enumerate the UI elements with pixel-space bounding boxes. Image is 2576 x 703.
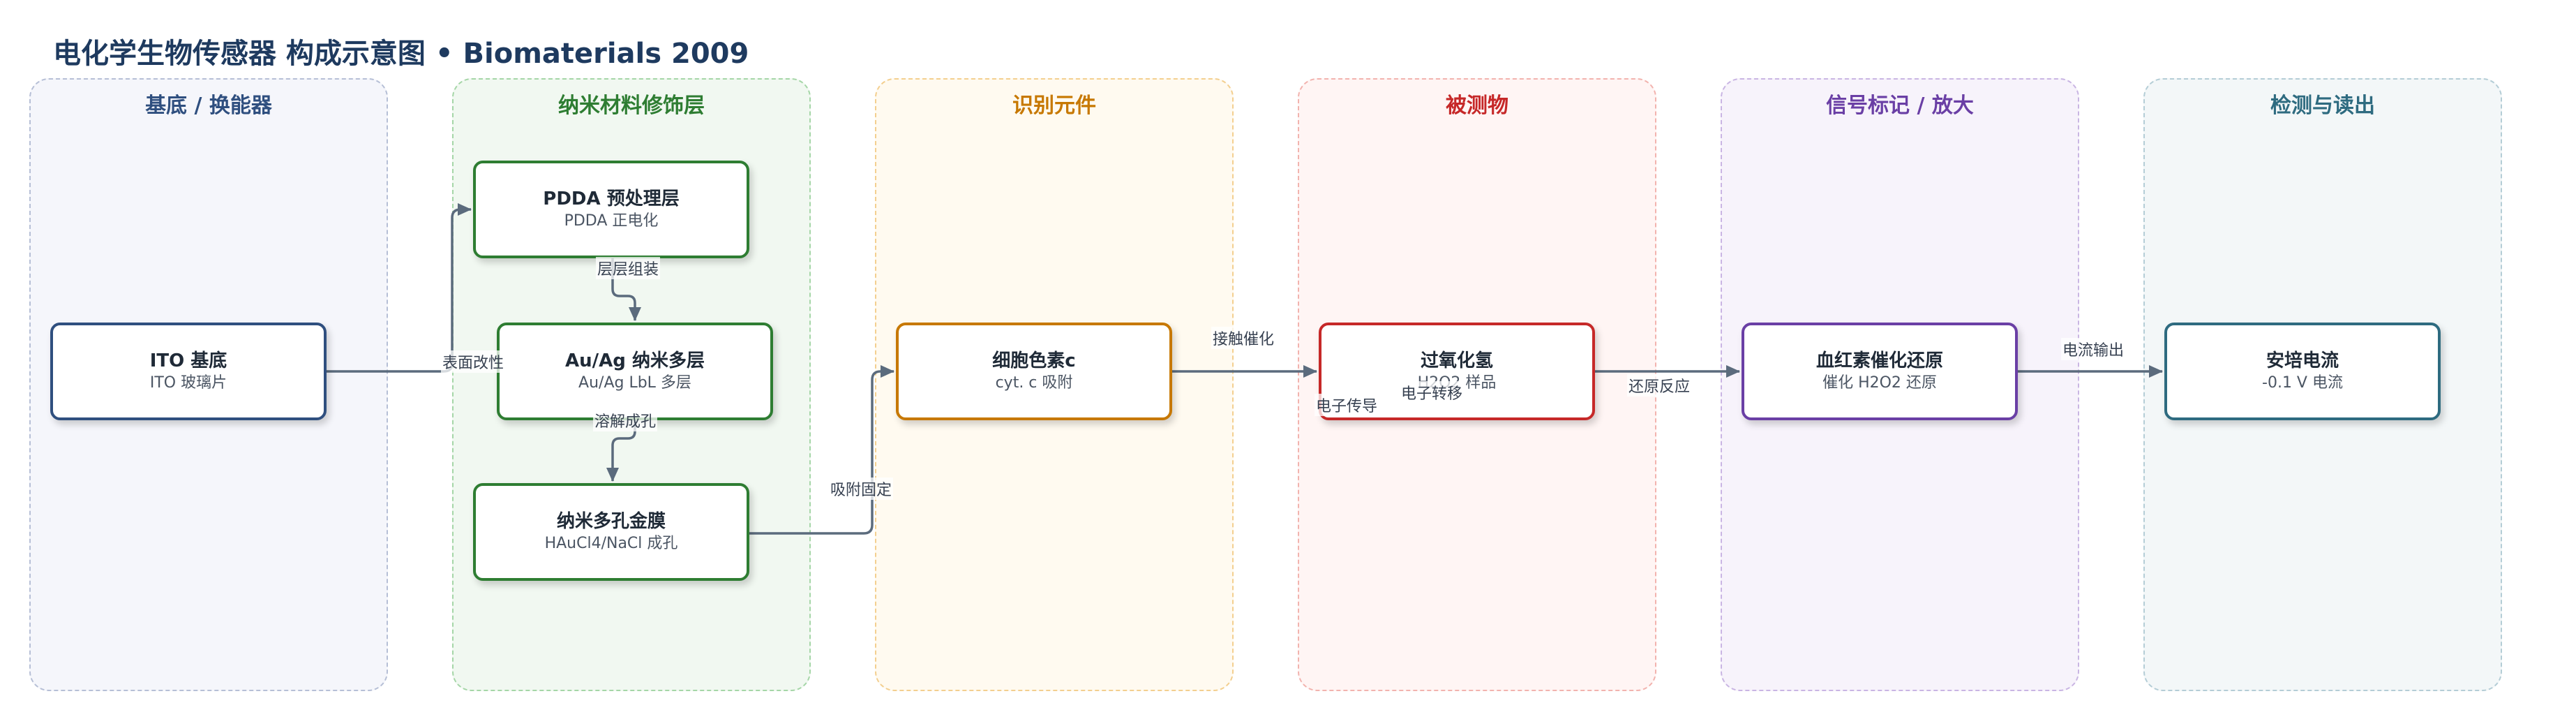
edge-label-layer-assembly: 层层组装 — [595, 257, 661, 279]
lane-title-detection: 检测与读出 — [2270, 94, 2375, 118]
node-amperometric-current: 安培电流 -0.1 V 电流 — [2164, 323, 2441, 420]
node-subtitle: HAuCl4/NaCl 成孔 — [544, 535, 678, 552]
edge-label-reduction: 还原反应 — [1626, 374, 1692, 397]
edge-label-current-out: 电流输出 — [2060, 338, 2126, 360]
edge-label-electron-conduct: 电子传导 — [1314, 394, 1379, 416]
node-title: Au/Ag 纳米多层 — [565, 350, 705, 371]
node-ito-substrate: ITO 基底 ITO 玻璃片 — [50, 323, 327, 420]
edge-ito-pdda — [327, 203, 472, 373]
node-title: PDDA 预处理层 — [543, 188, 680, 209]
node-cytochrome-c: 细胞色素c cyt. c 吸附 — [896, 323, 1172, 420]
node-subtitle: cyt. c 吸附 — [995, 374, 1073, 392]
lane-title-nanomaterial: 纳米材料修饰层 — [558, 94, 705, 118]
edge-label-dissolve-pore: 溶解成孔 — [592, 409, 658, 431]
node-title: 纳米多孔金膜 — [556, 511, 666, 532]
title-separator: • — [435, 38, 454, 70]
edge-label-electron-transfer: 电子转移 — [1399, 381, 1465, 404]
lane-title-analyte: 被测物 — [1446, 94, 1508, 118]
node-title: 过氧化氢 — [1420, 350, 1493, 371]
node-title: 安培电流 — [2266, 350, 2339, 371]
node-subtitle: ITO 玻璃片 — [149, 374, 227, 392]
node-pdda-layer: PDDA 预处理层 PDDA 正电化 — [473, 161, 749, 258]
node-nanoporous-gold: 纳米多孔金膜 HAuCl4/NaCl 成孔 — [473, 483, 749, 581]
edge-pdda-auag — [611, 256, 641, 321]
node-subtitle: -0.1 V 电流 — [2262, 374, 2343, 392]
title-main: 电化学生物传感器 构成示意图 — [53, 38, 426, 70]
title-source: Biomaterials 2009 — [463, 38, 749, 70]
lane-title-recognition: 识别元件 — [1012, 94, 1096, 118]
edge-label-surface-mod: 表面改性 — [440, 350, 506, 373]
node-title: ITO 基底 — [149, 350, 227, 371]
node-subtitle: 催化 H2O2 还原 — [1822, 374, 1937, 392]
lane-title-signal: 信号标记 / 放大 — [1826, 94, 1974, 118]
node-heme-catalysis: 血红素催化还原 催化 H2O2 还原 — [1742, 323, 2018, 420]
node-subtitle: PDDA 正电化 — [564, 212, 659, 230]
edge-npg-cytc — [749, 365, 894, 535]
node-auag-multilayer: Au/Ag 纳米多层 Au/Ag LbL 多层 — [497, 323, 773, 420]
node-title: 细胞色素c — [992, 350, 1076, 371]
node-subtitle: Au/Ag LbL 多层 — [578, 374, 691, 392]
edge-label-contact-cat: 接触催化 — [1211, 327, 1276, 349]
lane-title-substrate: 基底 / 换能器 — [145, 94, 272, 118]
edge-label-adsorb-fix: 吸附固定 — [828, 478, 894, 500]
edge-auag-npg — [606, 419, 636, 482]
node-title: 血红素催化还原 — [1815, 350, 1943, 371]
diagram-title: 电化学生物传感器 构成示意图 • Biomaterials 2009 — [53, 31, 749, 71]
